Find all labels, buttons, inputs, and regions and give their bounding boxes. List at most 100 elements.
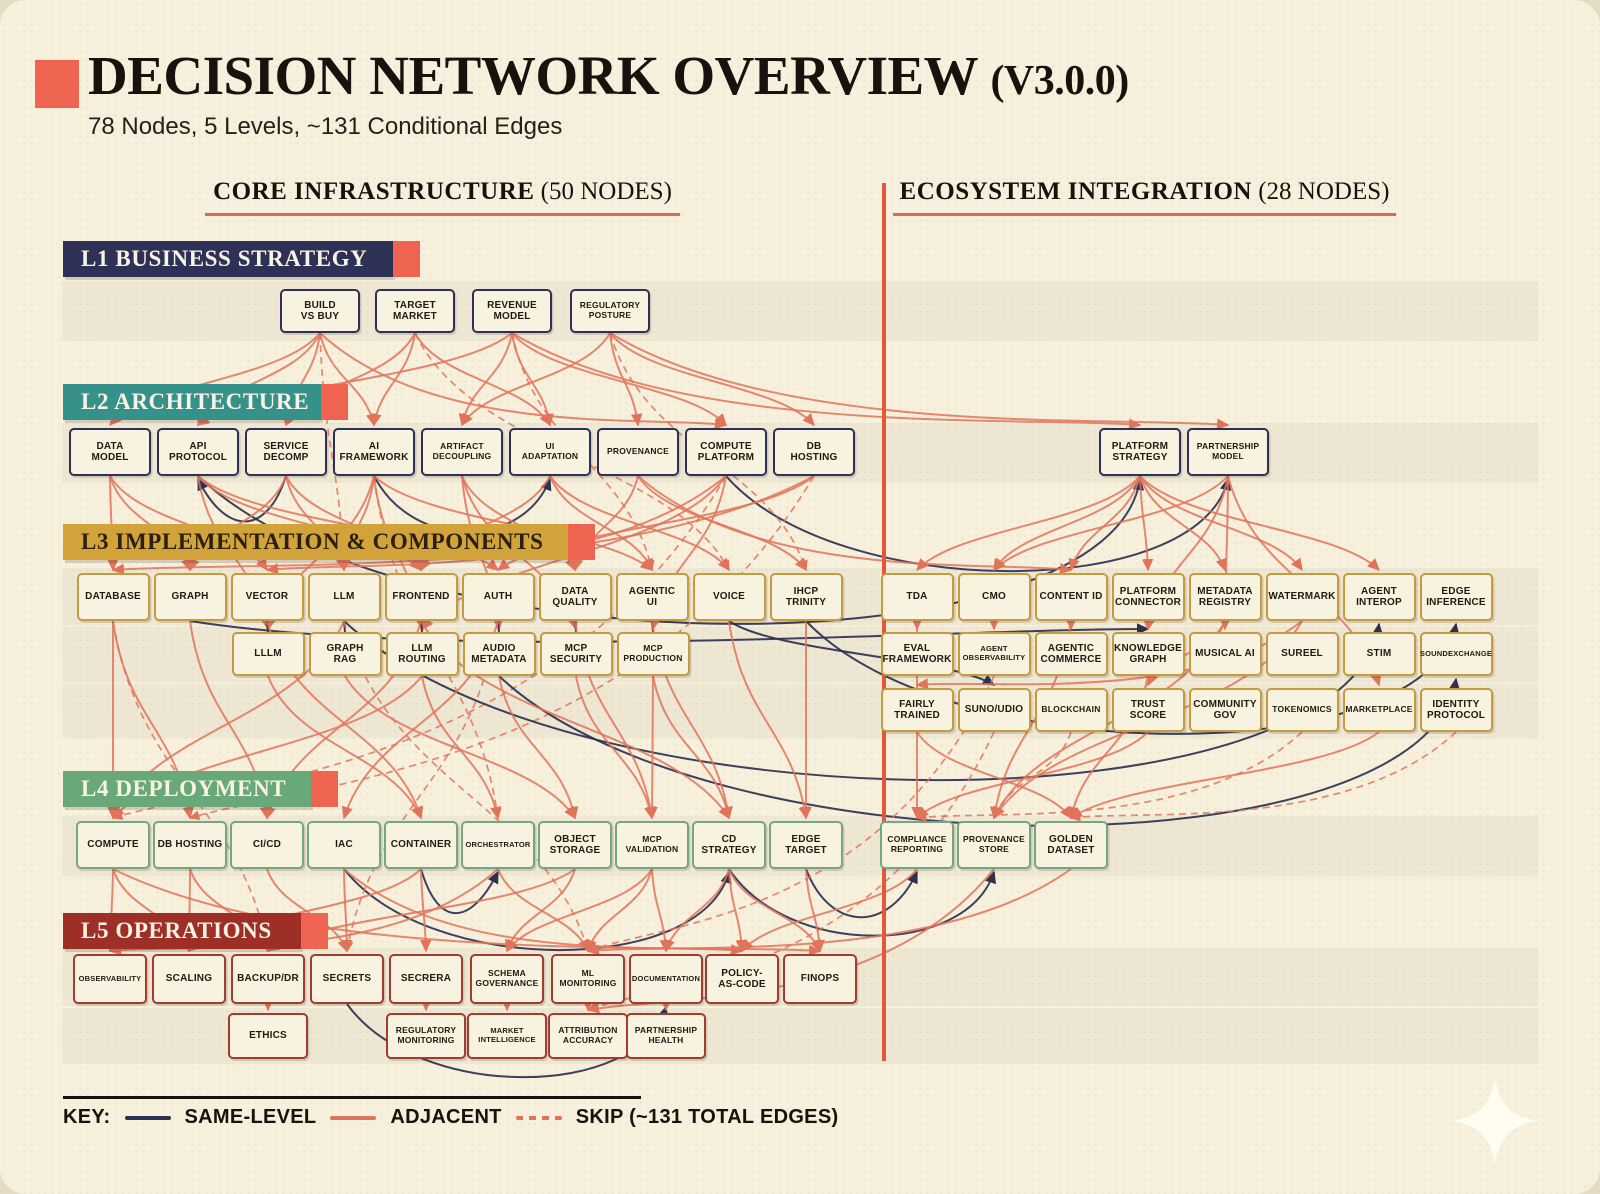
edge-build_vs_buy-llm <box>319 332 349 572</box>
node-finops: FINOPS <box>783 954 857 1004</box>
edge-llm-ml_monitoring <box>343 620 590 953</box>
node-eval-framework: EVAL FRAMEWORK <box>880 632 954 676</box>
node-regulatory-posture: REGULATORY POSTURE <box>570 289 650 333</box>
edge-partnership_model-cmo <box>992 475 1229 572</box>
section-header-core-infrastructure: CORE INFRASTRUCTURE (50 NODES) <box>205 178 680 216</box>
legend: KEY: SAME-LEVEL ADJACENT SKIP (~131 TOTA… <box>63 1106 838 1129</box>
legend-rule <box>63 1096 641 1099</box>
node-platform-connector: PLATFORM CONNECTOR <box>1111 573 1185 621</box>
node-ihcp-trinity: IHCP TRINITY <box>769 573 843 621</box>
edge-cd_strategy-finops <box>728 868 821 953</box>
node-backup-dr: BACKUP/DR <box>231 954 305 1004</box>
node-container: CONTAINER <box>384 821 458 869</box>
node-artifact-decoupling: ARTIFACT DECOUPLING <box>421 428 503 476</box>
legend-skip-label: SKIP (~131 TOTAL EDGES) <box>575 1106 839 1128</box>
node-musical-ai: MUSICAL AI <box>1188 632 1262 676</box>
level-bar-l2-architecture: L2 ARCHITECTURE <box>63 384 348 420</box>
edge-platform_strategy-cmo <box>993 475 1141 572</box>
node-agentic-ui: AGENTIC UI <box>615 573 689 621</box>
node-golden-dataset: GOLDEN DATASET <box>1034 821 1108 869</box>
level-bar-accent <box>321 384 348 420</box>
node-metadata-registry: METADATA REGISTRY <box>1188 573 1262 621</box>
edge-mcp_security-mcp_validation <box>575 675 656 820</box>
edge-platform_strategy-content_id <box>1068 475 1141 572</box>
section-count: (28 NODES) <box>1258 178 1390 205</box>
edge-target_market-ai_framework <box>370 332 416 427</box>
node-partnership-model: PARTNERSHIP MODEL <box>1187 428 1269 476</box>
level-bar-label: L4 DEPLOYMENT <box>81 776 287 801</box>
section-name: CORE INFRASTRUCTURE <box>213 178 535 205</box>
node-observability: OBSERVABILITY <box>73 954 147 1004</box>
edge-mcp_validation-documentation <box>651 868 671 953</box>
edge-regulatory_posture-provenance <box>609 332 643 427</box>
node-policy-as-code: POLICY- AS-CODE <box>705 954 779 1004</box>
edge-cd_strategy-documentation <box>663 868 730 953</box>
node-fairly-trained: FAIRLY TRAINED <box>880 688 954 732</box>
node-graph-rag: GRAPH RAG <box>308 632 382 676</box>
edge-ui_adaptation-agentic_ui <box>549 475 653 572</box>
column-divider-line <box>882 183 886 1061</box>
edge-blockchain-provenance_store <box>992 731 1072 820</box>
page-subtitle: 78 Nodes, 5 Levels, ~131 Conditional Edg… <box>88 113 563 140</box>
level-bar-label: L1 BUSINESS STRATEGY <box>81 246 368 271</box>
section-header-ecosystem-integration: ECOSYSTEM INTEGRATION (28 NODES) <box>893 178 1396 216</box>
node-scaling: SCALING <box>152 954 226 1004</box>
level-bar-l4-deployment: L4 DEPLOYMENT <box>63 771 338 807</box>
edge-cd_strategy-provenance_store <box>728 868 996 937</box>
edge-regulatory_posture-artifact_decoupling <box>461 332 611 427</box>
edge-target_market-ui_adaptation <box>414 332 551 427</box>
node-secrets: SECRETS <box>310 954 384 1004</box>
section-underline <box>205 213 680 216</box>
node-cicd: CI/CD <box>230 821 304 869</box>
node-edge-target: EDGE TARGET <box>769 821 843 869</box>
node-schema-governance: SCHEMA GOVERNANCE <box>470 954 544 1004</box>
node-knowledge-graph: KNOWLEDGE GRAPH <box>1111 632 1185 676</box>
level-bar-accent <box>568 524 595 560</box>
edge-mcp_validation-schema_governance <box>506 868 653 953</box>
node-data-model: DATA MODEL <box>69 428 151 476</box>
adjacent-line-swatch <box>330 1115 377 1120</box>
edge-database-backup_dr <box>112 620 272 953</box>
edge-lllm-container <box>267 675 422 820</box>
edge-ihcp_trinity-edge_inference <box>805 620 1460 735</box>
edge-revenue_model-compute_platform <box>511 332 727 427</box>
edge-regulatory_posture-partnership_model <box>609 332 1230 430</box>
node-voice: VOICE <box>692 573 766 621</box>
node-agent-observability: AGENT OBSERVABILITY <box>957 632 1031 676</box>
edge-revenue_model-platform_strategy <box>511 332 1142 430</box>
level-bar-label: L3 IMPLEMENTATION & COMPONENTS <box>81 529 544 554</box>
level-bar-l5-operations: L5 OPERATIONS <box>63 913 328 949</box>
node-content-id: CONTENT ID <box>1034 573 1108 621</box>
node-auth: AUTH <box>461 573 535 621</box>
node-compliance-reporting: COMPLIANCE REPORTING <box>880 821 954 869</box>
node-ui-adaptation: UI ADAPTATION <box>509 428 591 476</box>
level-bar-accent <box>301 913 328 949</box>
edge-llm_routing-orchestrator <box>421 675 502 820</box>
node-documentation: DOCUMENTATION <box>629 954 703 1004</box>
node-lllm: LLLM <box>231 632 305 676</box>
node-db-hosting: DB HOSTING <box>773 428 855 476</box>
section-name: ECOSYSTEM INTEGRATION <box>899 178 1252 205</box>
edge-regulatory_posture-db_hosting <box>609 332 815 427</box>
page-title-version: (V3.0.0) <box>990 58 1129 104</box>
edge-golden_dataset-ml_monitoring <box>586 868 1072 956</box>
node-trust-score: TRUST SCORE <box>1111 688 1185 732</box>
node-compute: COMPUTE <box>76 821 150 869</box>
node-cd-strategy: CD STRATEGY <box>692 821 766 869</box>
node-object-storage: OBJECT STORAGE <box>538 821 612 869</box>
node-service-decomp: SERVICE DECOMP <box>245 428 327 476</box>
node-blockchain: BLOCKCHAIN <box>1034 688 1108 732</box>
edge-revenue_model-artifact_decoupling <box>458 332 513 427</box>
node-cmo: CMO <box>957 573 1031 621</box>
edge-platform_strategy-watermark <box>1139 475 1303 572</box>
node-target-market: TARGET MARKET <box>375 289 455 333</box>
node-build-vs-buy: BUILD VS BUY <box>280 289 360 333</box>
edge-platform_strategy-metadata_registry <box>1139 475 1227 572</box>
edge-mcp_validation-ml_monitoring <box>585 868 653 953</box>
edge-suno_udio-attribution_accuracy <box>586 731 995 1012</box>
node-audio-metadata: AUDIO METADATA <box>462 632 536 676</box>
edge-build_vs_buy-compute_platform <box>319 332 728 430</box>
node-ml-monitoring: ML MONITORING <box>551 954 625 1004</box>
same-level-line-swatch <box>124 1115 171 1120</box>
node-vector: VECTOR <box>230 573 304 621</box>
